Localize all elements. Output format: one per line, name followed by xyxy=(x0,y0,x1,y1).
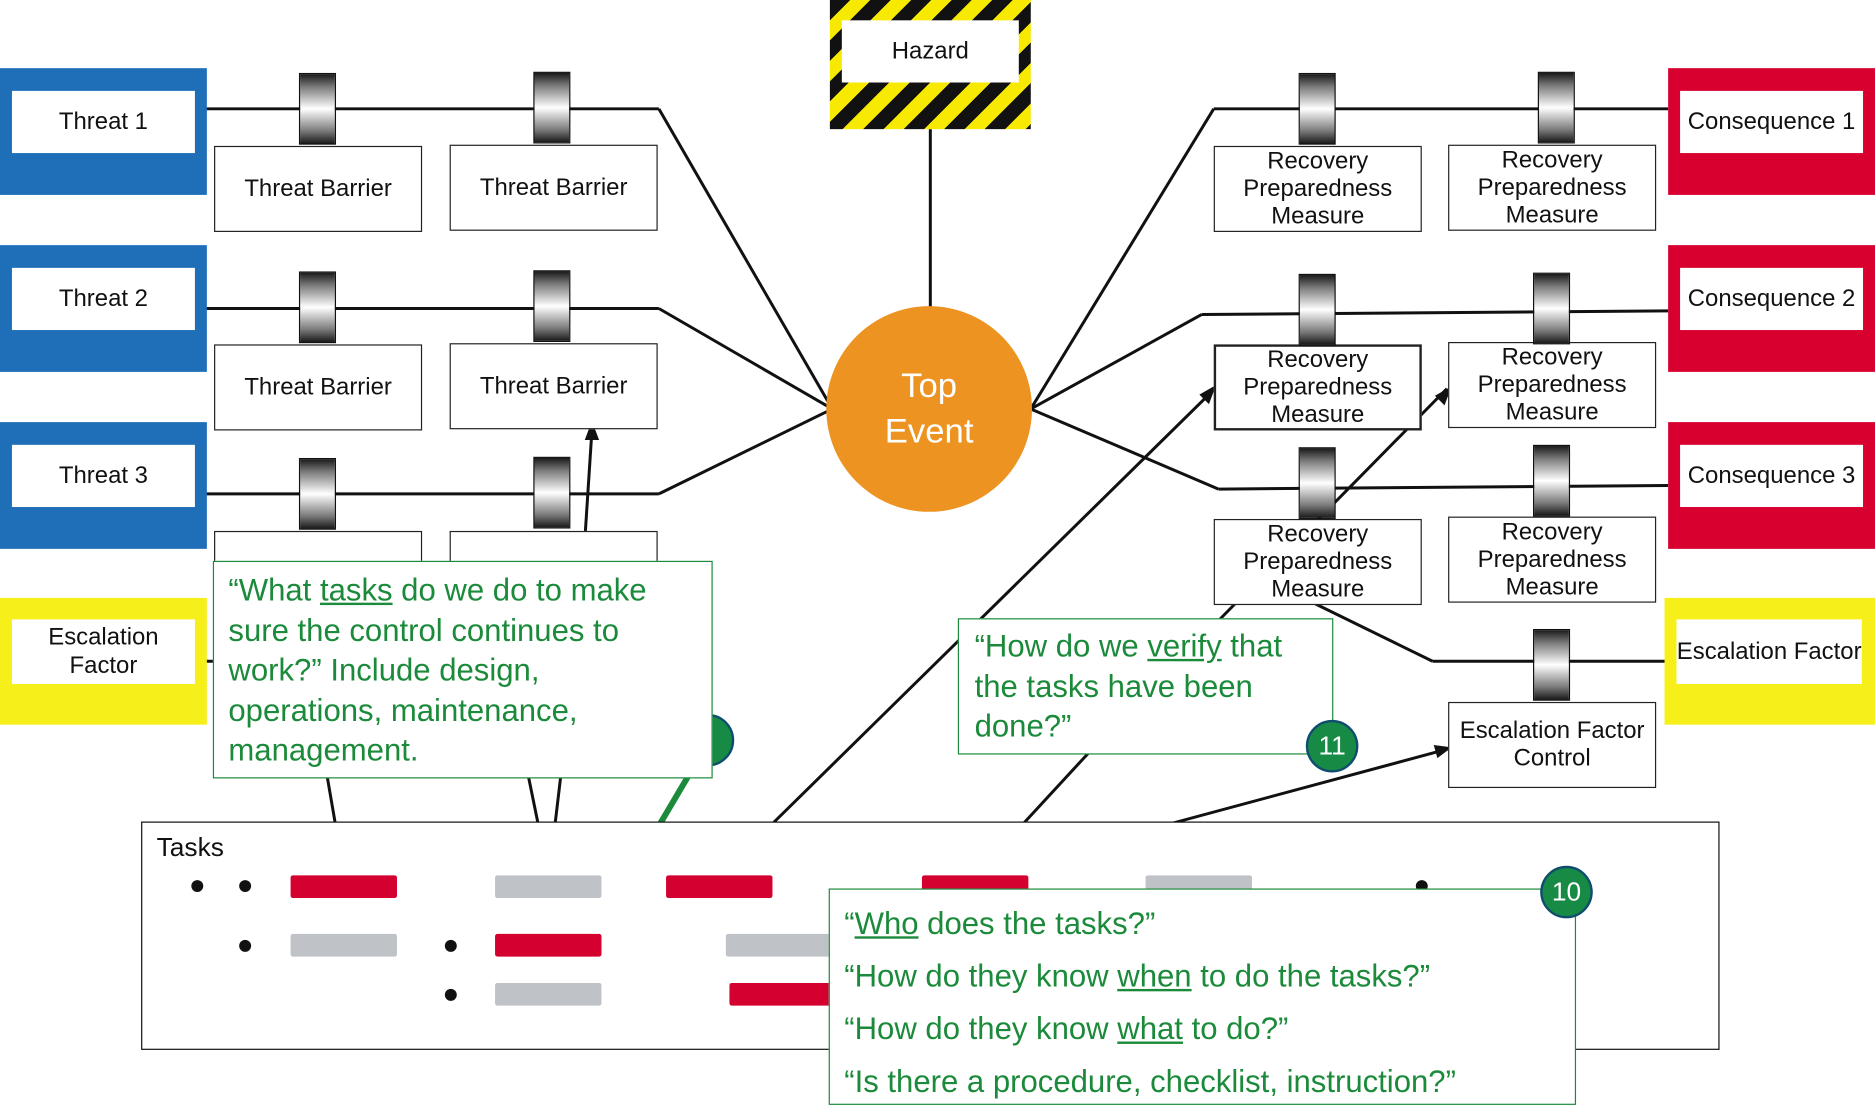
task-bar-critical xyxy=(666,875,773,899)
callout-verify-question: “How do we verify that the tasks have be… xyxy=(957,618,1334,755)
threat-1: Threat 1 xyxy=(0,68,207,195)
consequence-2: Consequence 2 xyxy=(1668,245,1875,372)
consequence-2-label: Consequence 2 xyxy=(1680,267,1864,331)
barrier-block-icon xyxy=(298,72,337,145)
threat-2-label: Threat 2 xyxy=(11,267,195,331)
flow-node-dot xyxy=(239,939,252,952)
consequence-3-label: Consequence 3 xyxy=(1680,444,1864,508)
flow-node-dot xyxy=(444,988,457,1001)
step-badge-10: 10 xyxy=(1540,865,1593,919)
task-bar xyxy=(725,933,833,957)
flow-start-dot xyxy=(191,880,204,893)
threat-3-label: Threat 3 xyxy=(11,444,195,508)
barrier-block-icon xyxy=(298,457,337,530)
question-when: “How do they know when to do the tasks?” xyxy=(844,957,1431,994)
hazard: Hazard xyxy=(829,0,1031,130)
barrier-block-icon xyxy=(1533,272,1571,345)
task-bar-critical xyxy=(729,982,836,1006)
barrier-block-icon xyxy=(533,270,571,342)
question-what: “How do they know what to do?” xyxy=(844,1010,1289,1047)
barrier-block-icon xyxy=(1533,628,1571,701)
task-bar-critical xyxy=(290,875,398,899)
barrier-block-icon xyxy=(533,71,571,144)
escalation-factor-left-label: Escalation Factor xyxy=(11,619,195,684)
barrier-block-icon xyxy=(298,271,337,344)
threat-1-label: Threat 1 xyxy=(11,90,195,154)
task-bar xyxy=(290,933,398,957)
callout-who-questions: “Who does the tasks?” “How do they know … xyxy=(828,888,1577,1105)
recovery-measure-3: Recovery Preparedness Measure xyxy=(1213,344,1422,431)
task-bar-critical xyxy=(495,933,602,957)
threat-barrier-1: Threat Barrier xyxy=(214,145,423,232)
threat-barrier-4: Threat Barrier xyxy=(449,343,658,430)
barrier-block-icon xyxy=(1298,273,1336,346)
consequence-1-label: Consequence 1 xyxy=(1680,90,1864,154)
flow-node-dot xyxy=(239,880,252,893)
recovery-measure-5: Recovery Preparedness Measure xyxy=(1213,518,1422,606)
escalation-factor-right: Escalation Factor xyxy=(1664,597,1875,725)
threat-barrier-2: Threat Barrier xyxy=(449,144,658,231)
threat-barrier-3: Threat Barrier xyxy=(214,344,423,431)
escalation-factor-right-label: Escalation Factor xyxy=(1676,619,1862,684)
escalation-factor-control: Escalation Factor Control xyxy=(1448,701,1657,789)
barrier-block-icon xyxy=(1298,72,1336,145)
barrier-block-icon xyxy=(533,456,571,529)
flow-node-dot xyxy=(444,939,457,952)
recovery-measure-2: Recovery Preparedness Measure xyxy=(1448,144,1657,231)
hazard-label: Hazard xyxy=(841,20,1019,83)
task-bar xyxy=(495,875,602,899)
tasks-panel-title: Tasks xyxy=(156,832,224,863)
callout-tasks-question: “What tasks do we do to make sure the co… xyxy=(212,560,713,779)
barrier-block-icon xyxy=(1537,71,1575,144)
question-procedure: “Is there a procedure, checklist, instru… xyxy=(844,1063,1456,1099)
recovery-measure-1: Recovery Preparedness Measure xyxy=(1213,145,1422,232)
flow-end-dot xyxy=(1415,880,1428,893)
verify-keyword: verify xyxy=(1147,627,1222,664)
barrier-block-icon xyxy=(1533,444,1571,517)
task-bar xyxy=(495,982,602,1006)
escalation-factor-left: Escalation Factor xyxy=(0,597,207,725)
threat-barrier-5-hidden xyxy=(214,530,423,567)
consequence-3: Consequence 3 xyxy=(1668,422,1875,549)
recovery-measure-4: Recovery Preparedness Measure xyxy=(1448,341,1657,429)
recovery-measure-6: Recovery Preparedness Measure xyxy=(1448,516,1657,603)
consequence-1: Consequence 1 xyxy=(1668,68,1875,195)
threat-2: Threat 2 xyxy=(0,245,207,372)
top-event: Top Event xyxy=(826,306,1032,512)
barrier-block-icon xyxy=(1298,447,1336,519)
threat-3: Threat 3 xyxy=(0,422,207,549)
step-badge-11: 11 xyxy=(1305,719,1359,773)
tasks-keyword: tasks xyxy=(319,571,393,608)
question-who: “Who does the tasks?” xyxy=(844,905,1156,942)
